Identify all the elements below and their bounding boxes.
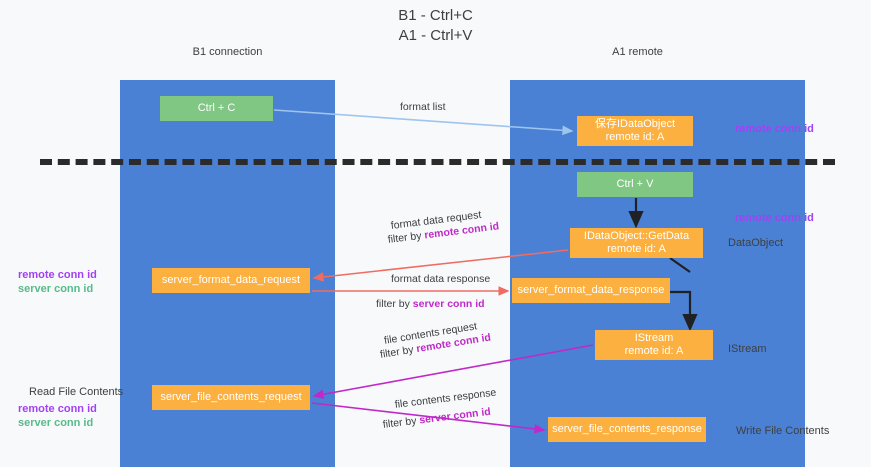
edge-label-format-data-response-filter: filter by server conn id [376,297,485,311]
node-server-format-data-request[interactable]: server_format_data_request [152,268,310,293]
node-ctrl-c[interactable]: Ctrl + C [160,96,273,121]
node-server-file-contents-request[interactable]: server_file_contents_request [152,385,310,410]
filter-key-server-conn-id: server conn id [418,405,492,427]
annotation-dataobject: DataObject [728,237,784,249]
annotation-remote-conn-id-mid: remote conn id [735,212,814,224]
annotation-left-remote-conn-id-2: remote conn id [18,403,97,415]
node-save-idataobject[interactable]: 保存IDataObject remote id: A [577,116,693,146]
filter-prefix: filter by [382,414,421,431]
node-istream[interactable]: IStream remote id: A [595,330,713,360]
annotation-write-file-contents: Write File Contents [736,425,830,437]
security-boundary-divider [40,159,835,165]
annotation-read-file-contents: Read File Contents [29,386,124,398]
node-ctrl-v[interactable]: Ctrl + V [577,172,693,197]
annotation-left-server-conn-id: server conn id [18,283,94,295]
annotation-left-remote-conn-id: remote conn id [18,269,97,281]
lane-header-b1: B1 connection [192,46,263,58]
annotation-remote-conn-id-top: remote conn id [735,123,814,135]
lane-header-a1: A1 remote [612,46,663,58]
filter-prefix: filter by [376,298,413,310]
node-idataobject-getdata[interactable]: IDataObject::GetData remote id: A [570,228,703,258]
node-server-format-data-response[interactable]: server_format_data_response [512,278,670,303]
annotation-left-conn-ids-upper: remote conn id server conn id [18,268,97,296]
edge-label-format-list: format list [400,101,446,113]
diagram-title: B1 - Ctrl+C A1 - Ctrl+V [398,7,473,44]
annotation-istream: IStream [728,343,767,355]
node-server-file-contents-response[interactable]: server_file_contents_response [548,417,706,442]
filter-prefix: filter by [387,229,426,246]
annotation-left-server-conn-id-2: server conn id [18,417,94,429]
filter-key-server-conn-id: server conn id [412,298,485,310]
edge-label-format-data-response: format data response [391,273,491,285]
annotation-left-conn-ids-lower: remote conn id server conn id [18,402,97,430]
